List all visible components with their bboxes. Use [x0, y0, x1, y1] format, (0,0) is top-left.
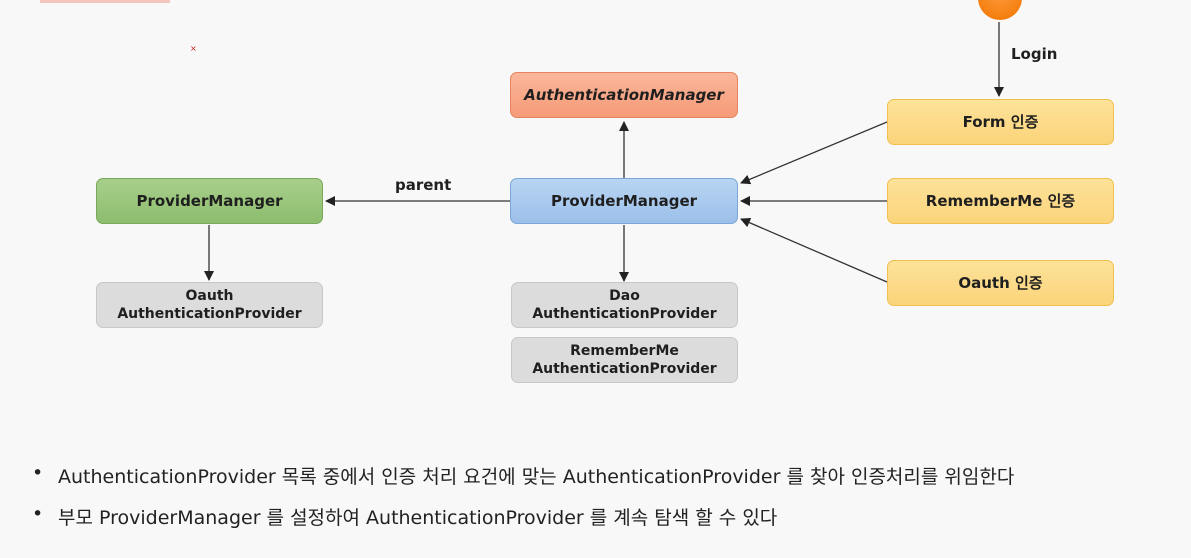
provider-manager-label: ProviderManager: [550, 192, 698, 210]
authentication-manager-label: AuthenticationManager: [524, 86, 724, 104]
oauth-provider-line2: AuthenticationProvider: [117, 306, 302, 322]
authentication-manager-node: AuthenticationManager: [510, 72, 738, 118]
oauth-provider-line1: Oauth: [185, 288, 234, 304]
dao-authentication-provider-node: Dao AuthenticationProvider: [511, 282, 738, 328]
form-auth-label: Form 인증: [962, 113, 1039, 131]
oauth-authentication-provider-node: Oauth AuthenticationProvider: [96, 282, 323, 328]
oauth-auth-node: Oauth 인증: [887, 260, 1114, 306]
rememberme-auth-label: RememberMe 인증: [925, 192, 1076, 210]
parent-label: parent: [395, 176, 452, 194]
parent-provider-manager-node: ProviderManager: [96, 178, 323, 224]
provider-manager-node: ProviderManager: [510, 178, 738, 224]
parent-provider-manager-label: ProviderManager: [136, 192, 283, 210]
note-item: 부모 ProviderManager 를 설정하여 Authentication…: [30, 503, 1014, 530]
rememberme-authentication-provider-node: RememberMe AuthenticationProvider: [511, 337, 738, 383]
start-node-circle: [978, 0, 1022, 20]
notes-list: AuthenticationProvider 목록 중에서 인증 처리 요건에 …: [30, 462, 1014, 544]
rememberme-provider-line2: AuthenticationProvider: [532, 361, 717, 377]
dao-provider-line2: AuthenticationProvider: [532, 306, 717, 322]
form-auth-node: Form 인증: [887, 99, 1114, 145]
login-label: Login: [1011, 45, 1058, 63]
note-item: AuthenticationProvider 목록 중에서 인증 처리 요건에 …: [30, 462, 1014, 489]
rememberme-auth-node: RememberMe 인증: [887, 178, 1114, 224]
arrow-form-auth: [740, 121, 888, 185]
arrow-oauth-auth: [740, 217, 888, 283]
rememberme-provider-line1: RememberMe: [570, 343, 679, 359]
oauth-auth-label: Oauth 인증: [958, 274, 1043, 292]
dao-provider-line1: Dao: [609, 288, 640, 304]
small-mark: ×: [190, 44, 197, 53]
top-decoration: [40, 0, 170, 3]
